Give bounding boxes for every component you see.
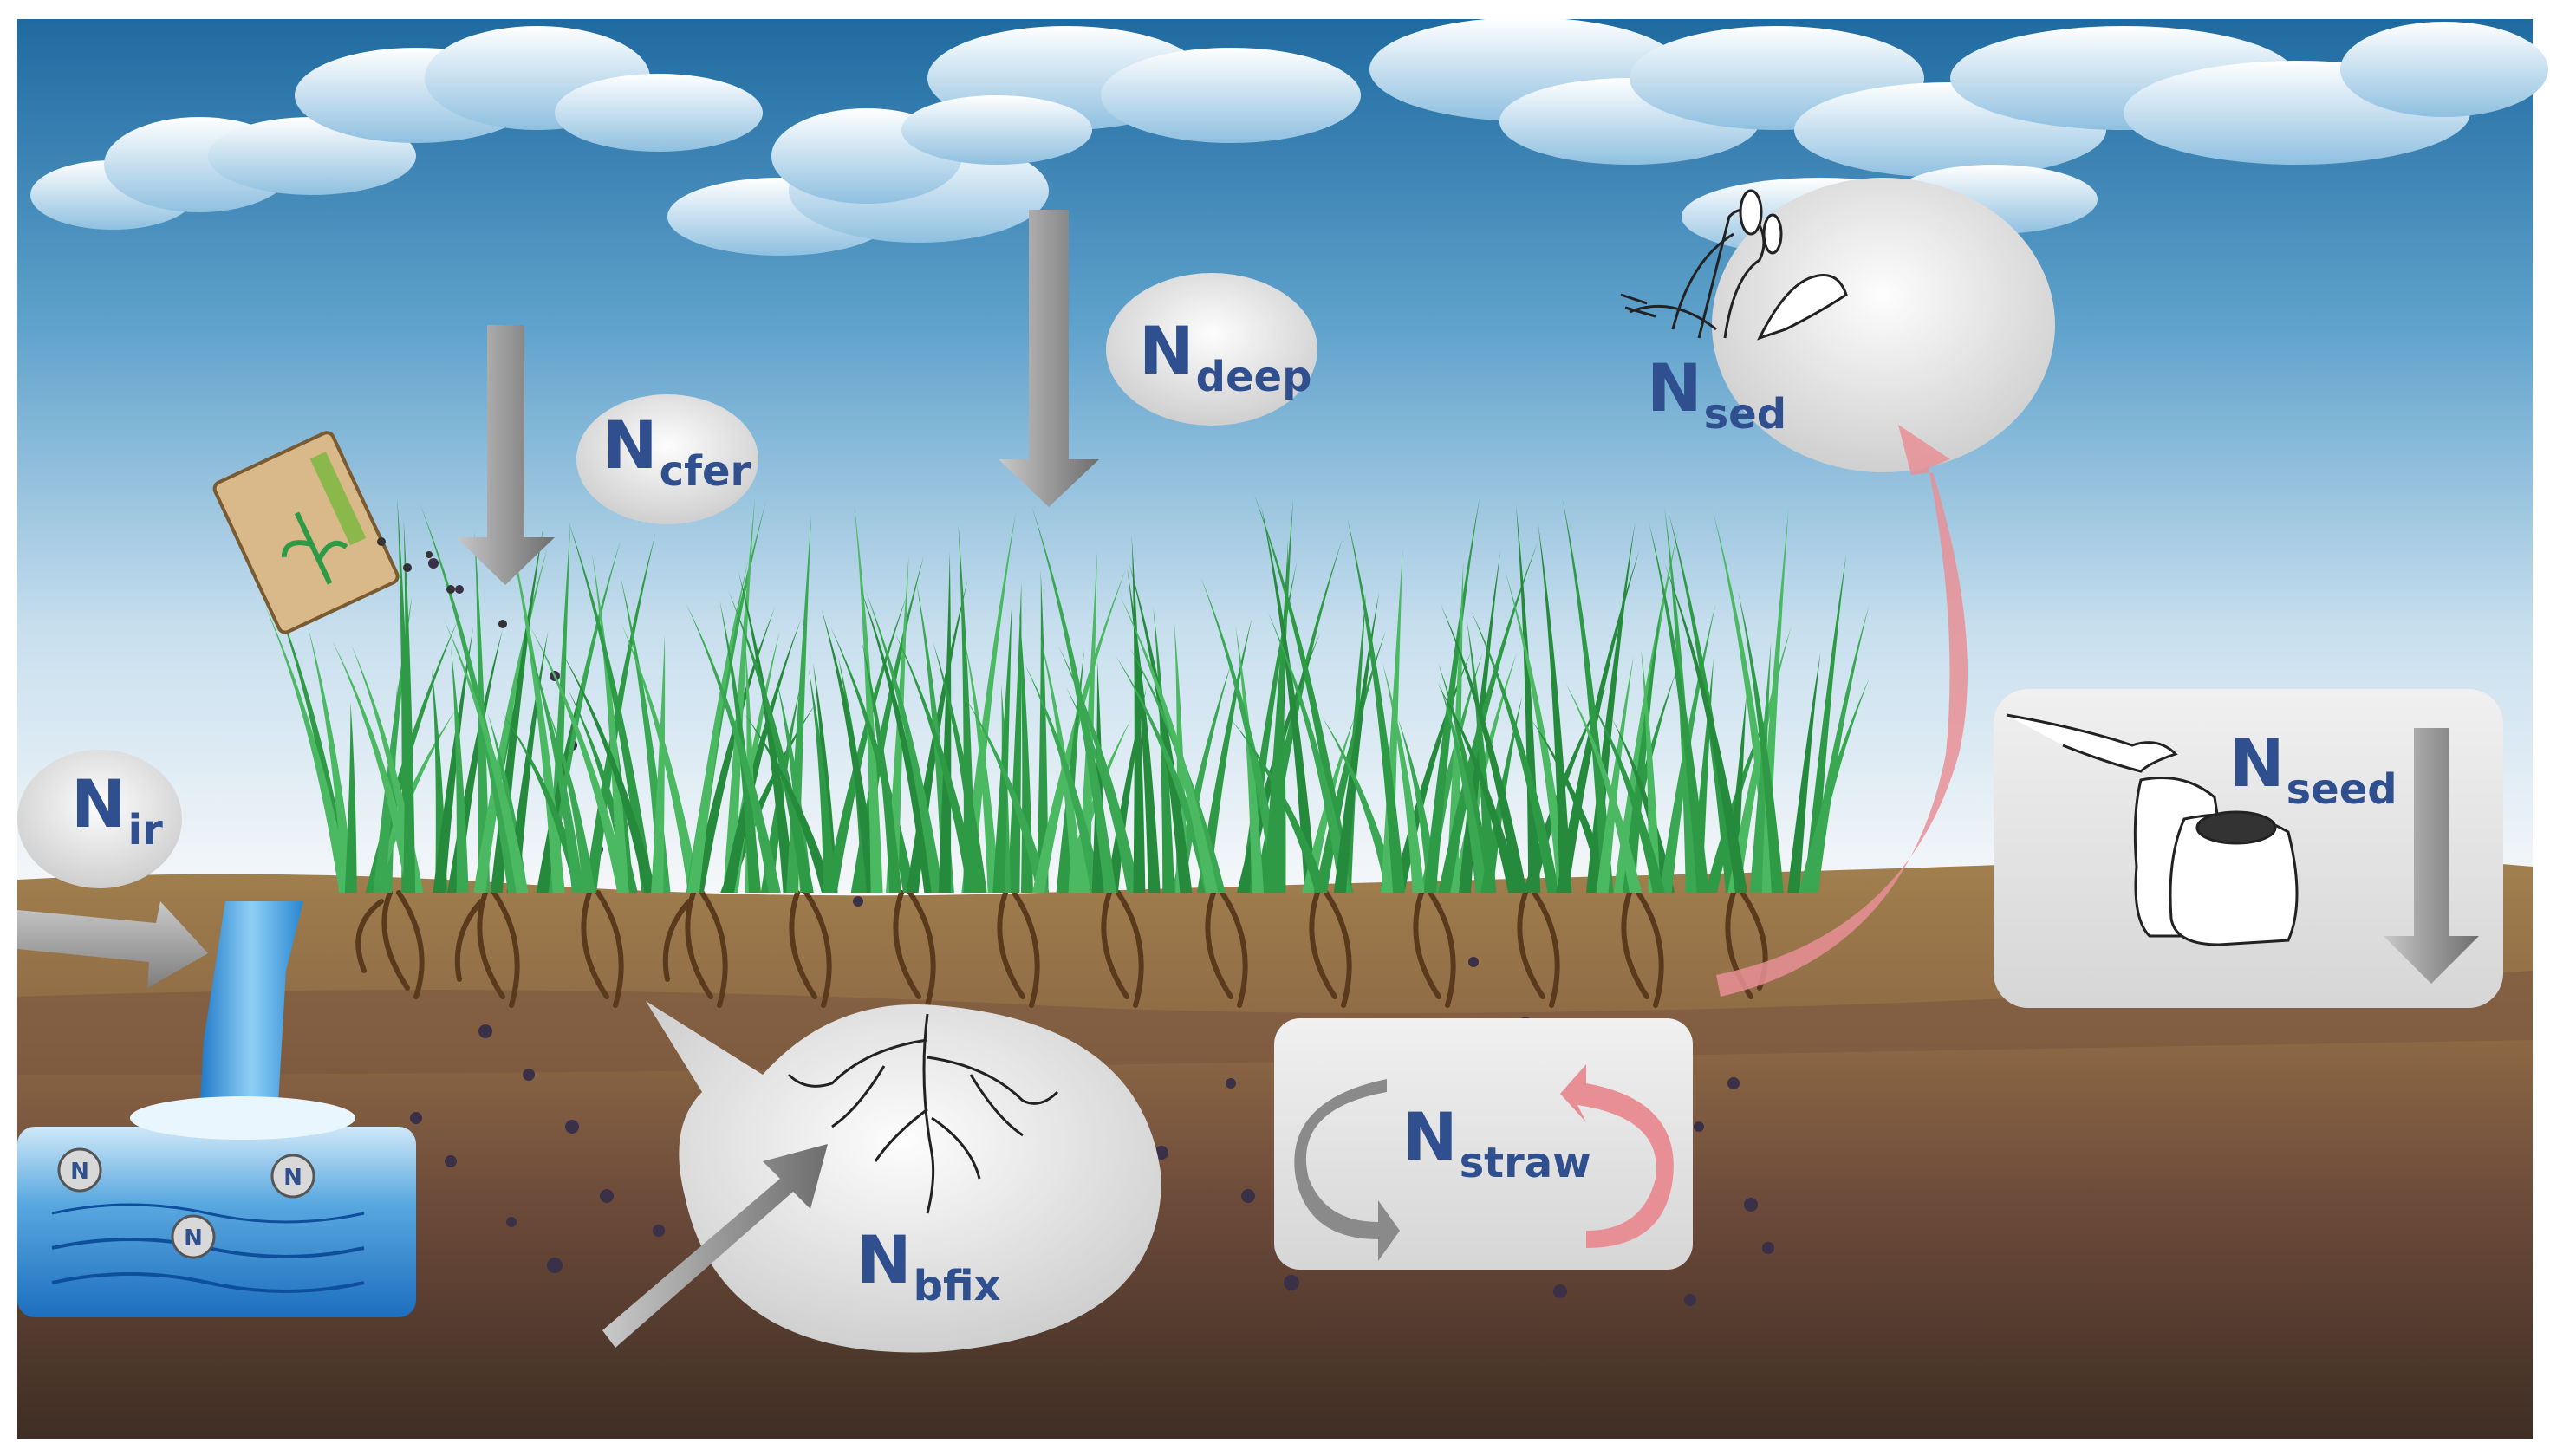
irrigation-arrow — [17, 901, 208, 988]
n-deep-bubble — [1106, 273, 1317, 426]
seed-sack-hand-icon — [2006, 713, 2299, 946]
n-straw-label: Nstraw — [1402, 1098, 1591, 1187]
soil-particles — [410, 558, 1774, 1306]
n-bfix-label: Nbfix — [856, 1221, 1001, 1310]
deep-arrow — [999, 210, 1099, 507]
n-deep-label: Ndeep — [1139, 312, 1312, 401]
root-system-icon — [787, 1013, 1059, 1214]
n-sed-label: Nsed — [1647, 349, 1787, 439]
water-outflow-icon — [17, 901, 416, 1317]
fertilizer-pellets — [377, 537, 507, 628]
plant-roots — [355, 890, 1768, 1008]
water-marker-3: N — [184, 1225, 203, 1251]
water-n-markers: N N N — [57, 1147, 315, 1259]
rice-plants — [264, 494, 1870, 893]
water-marker-2: N — [283, 1165, 302, 1191]
fertilizer-bag-icon — [212, 431, 400, 634]
n-cfer-bubble — [576, 394, 758, 524]
n-bfix-bubble — [646, 1001, 1161, 1353]
water-marker-1: N — [70, 1159, 89, 1185]
n-sed-bubble — [1712, 178, 2055, 472]
n-cfer-label: Ncfer — [602, 406, 751, 496]
crop-grains-icon — [1620, 189, 1848, 341]
clouds — [30, 17, 2548, 256]
bfix-arrow — [602, 1144, 828, 1348]
seed-arrow — [2384, 728, 2479, 984]
n-ir-label: Nir — [71, 765, 163, 855]
cfer-arrow — [456, 325, 555, 585]
n-seed-label: Nseed — [2229, 725, 2397, 814]
n-ir-bubble — [17, 750, 182, 888]
straw-cycle-icon — [1294, 1064, 1674, 1261]
